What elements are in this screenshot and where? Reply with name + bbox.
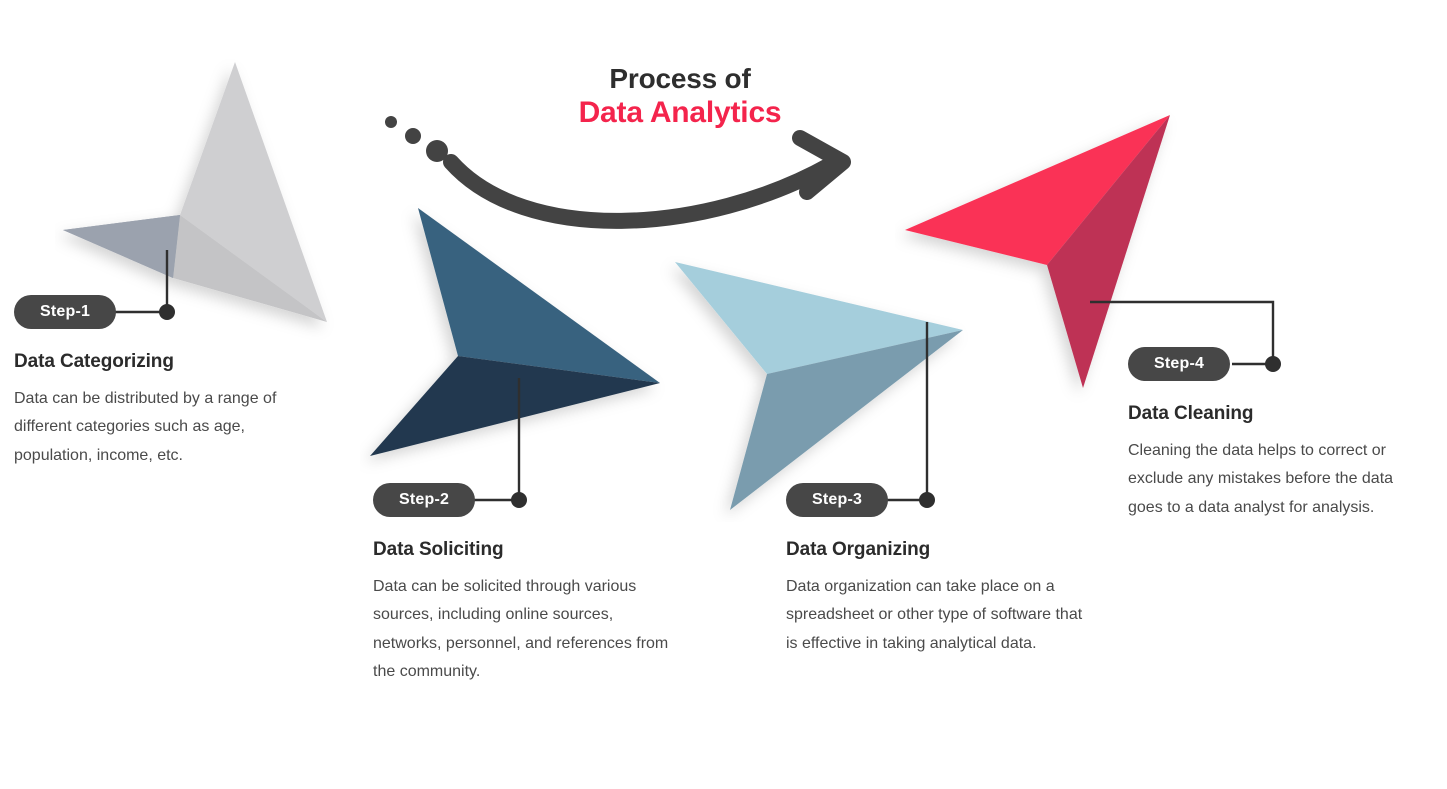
page-title-line-2: Data Analytics	[578, 96, 782, 130]
step-badge-4[interactable]: Step-4	[1128, 347, 1231, 381]
step-description-2: Data can be solicited through various so…	[373, 578, 669, 681]
step-description-3: Data organization can take place on a sp…	[786, 578, 1083, 652]
step-description-4: Cleaning the data helps to correct or ex…	[1128, 442, 1394, 516]
step-block-4: Step-4 Data Cleaning Cleaning the data h…	[1128, 347, 1423, 522]
step-title-2: Data Soliciting	[373, 539, 504, 560]
dart-shape-step-3	[675, 262, 963, 510]
step-description-1: Data can be distributed by a range of di…	[14, 390, 277, 464]
step-badge-3[interactable]: Step-3	[786, 483, 889, 517]
dart-shape-step-4	[905, 115, 1170, 388]
step-title-4: Data Cleaning	[1128, 403, 1254, 424]
step-badge-2[interactable]: Step-2	[373, 483, 476, 517]
step-block-2: Step-2 Data Soliciting Data can be solic…	[373, 483, 678, 687]
step-block-3: Step-3 Data Organizing Data organization…	[786, 483, 1096, 658]
dart-shape-step-2	[370, 208, 660, 456]
page-title: Process of Data Analytics	[470, 62, 890, 130]
step-block-1: Step-1 Data Categorizing Data can be dis…	[14, 295, 299, 470]
step-title-3: Data Organizing	[786, 539, 931, 560]
step-title-1: Data Categorizing	[14, 351, 174, 372]
step-badge-1[interactable]: Step-1	[14, 295, 117, 329]
page-title-line-1: Process of	[609, 63, 751, 94]
curved-arrow-icon	[385, 116, 851, 229]
dart-shape-step-1	[63, 62, 327, 322]
